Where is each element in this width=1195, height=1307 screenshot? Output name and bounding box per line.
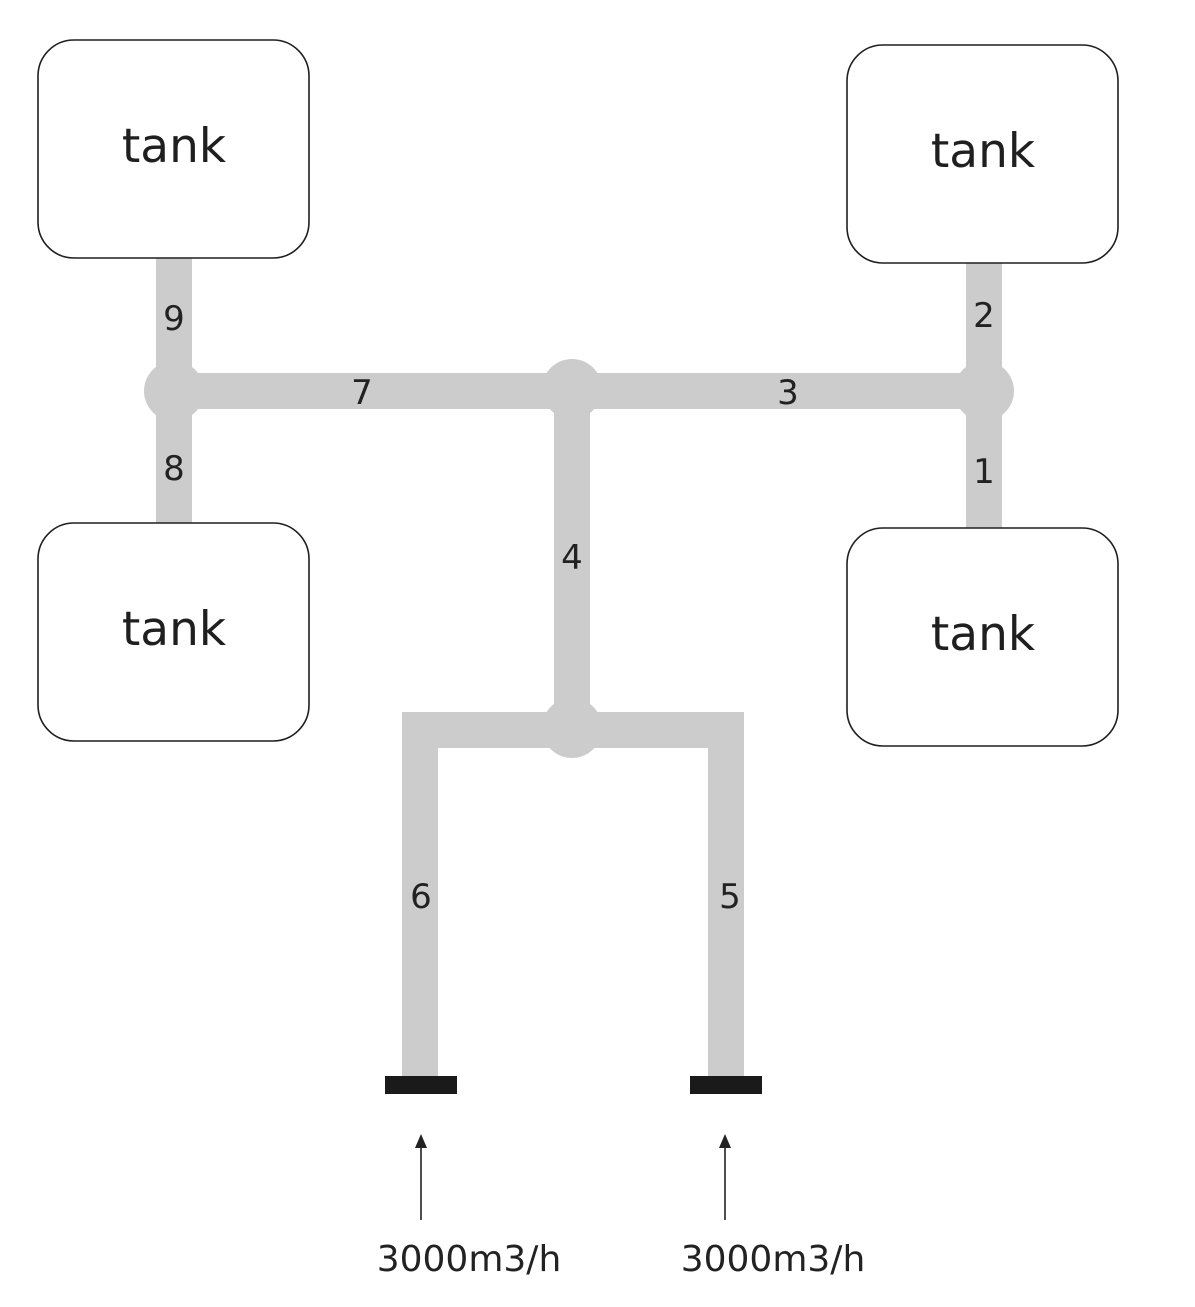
junction-left bbox=[144, 361, 204, 421]
pipe-label-9: 9 bbox=[163, 299, 185, 339]
tank-bottom-left: tank bbox=[37, 522, 310, 742]
tank-label: tank bbox=[122, 119, 227, 174]
tank-top-left: tank bbox=[37, 39, 310, 259]
pipe-label-7: 7 bbox=[351, 373, 373, 413]
pipe-5 bbox=[708, 712, 744, 1078]
pipe-label-3: 3 bbox=[777, 373, 799, 413]
flow-arrow-left bbox=[415, 1134, 427, 1220]
flow-label-left: 3000m3/h bbox=[377, 1239, 562, 1280]
tank-box bbox=[846, 527, 1119, 747]
arrow-up-icon bbox=[719, 1134, 731, 1148]
pipe-label-4: 4 bbox=[561, 538, 583, 578]
junction-center-top bbox=[542, 359, 602, 419]
tank-top-right: tank bbox=[846, 44, 1119, 264]
pipe-network bbox=[144, 258, 1014, 1078]
junction-right bbox=[954, 361, 1014, 421]
pipe-label-8: 8 bbox=[163, 449, 185, 489]
pipe-label-1: 1 bbox=[973, 452, 995, 492]
junction-center-bottom bbox=[542, 698, 602, 758]
pipe-labels: 9 8 7 3 2 1 4 6 5 bbox=[163, 296, 995, 917]
tank-label: tank bbox=[122, 602, 227, 657]
pipe-6 bbox=[402, 712, 438, 1078]
pipe-7 bbox=[174, 373, 572, 409]
tank-label: tank bbox=[931, 607, 1036, 662]
tank-box bbox=[37, 522, 310, 742]
tank-box bbox=[846, 44, 1119, 264]
flow-label-right: 3000m3/h bbox=[681, 1239, 866, 1280]
pipe-3 bbox=[572, 373, 984, 409]
pipe-label-5: 5 bbox=[719, 877, 741, 917]
pipe-4 bbox=[554, 390, 590, 730]
tank-label: tank bbox=[931, 124, 1036, 179]
arrow-up-icon bbox=[415, 1134, 427, 1148]
tank-box bbox=[37, 39, 310, 259]
tank-bottom-right: tank bbox=[846, 527, 1119, 747]
inlet-cap-left bbox=[385, 1076, 457, 1094]
pipe-label-6: 6 bbox=[410, 877, 432, 917]
inlet-cap-right bbox=[690, 1076, 762, 1094]
flow-arrow-right bbox=[719, 1134, 731, 1220]
pipe-label-2: 2 bbox=[973, 296, 995, 336]
